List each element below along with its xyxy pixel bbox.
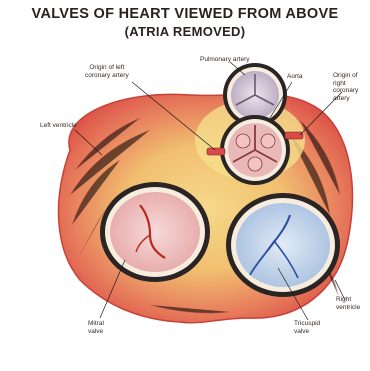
diagram-subtitle: (ATRIA REMOVED) — [0, 24, 370, 39]
label-origin-left-coronary: Origin of left coronary artery — [85, 64, 129, 79]
left-coronary-origin — [207, 148, 225, 155]
label-pulmonary-artery: Pulmonary artery — [200, 56, 250, 64]
label-origin-right-coronary: Origin of right coronary artery — [333, 72, 358, 102]
aortic-valve — [220, 115, 290, 185]
label-aorta: Aorta — [287, 73, 303, 81]
label-mitral-valve: Mitral valve — [88, 320, 104, 335]
label-left-ventricle: Left ventricle — [40, 122, 77, 130]
mitral-valve — [100, 182, 210, 282]
tricuspid-valve — [226, 193, 340, 297]
label-right-ventricle: Right ventricle — [336, 296, 360, 311]
diagram-title: VALVES OF HEART VIEWED FROM ABOVE — [0, 6, 370, 22]
right-coronary-origin — [285, 132, 303, 139]
label-tricuspid-valve: Tricuspid valve — [294, 320, 320, 335]
